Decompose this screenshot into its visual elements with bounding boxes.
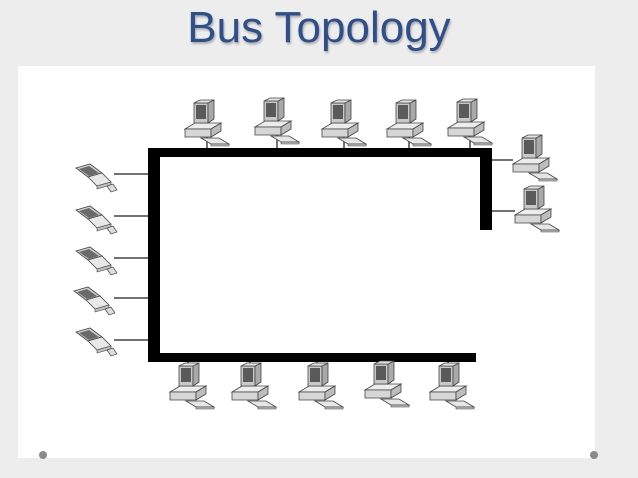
desktop-computer-icon: [298, 362, 344, 410]
bus-cable-right: [480, 148, 492, 230]
desktop-computer-icon: [429, 362, 475, 410]
laptop-computer-icon: [75, 327, 118, 357]
slide-title: Bus Topology: [187, 3, 451, 52]
desktop-computer-icon: [184, 99, 230, 147]
desktop-computer-icon: [231, 362, 277, 410]
slide-bullet-dot-left: [39, 451, 47, 459]
desktop-computer-icon: [447, 98, 493, 146]
desktop-computer-icon: [514, 185, 560, 233]
desktop-computer-icon: [169, 362, 215, 410]
bus-cable-left: [148, 148, 160, 362]
desktop-computer-icon: [254, 97, 300, 145]
laptop-computer-icon: [75, 205, 118, 235]
laptop-computer-icon: [75, 163, 118, 193]
desktop-computer-icon: [512, 134, 558, 182]
desktop-computer-icon: [386, 99, 432, 147]
bus-cable-top: [148, 148, 492, 157]
desktop-computer-icon: [321, 99, 367, 147]
desktop-computer-icon: [364, 360, 410, 408]
laptop-computer-icon: [75, 246, 118, 276]
bus-cable-bottom: [148, 353, 476, 362]
slide-bullet-dot-right: [590, 451, 598, 459]
laptop-computer-icon: [73, 286, 116, 316]
